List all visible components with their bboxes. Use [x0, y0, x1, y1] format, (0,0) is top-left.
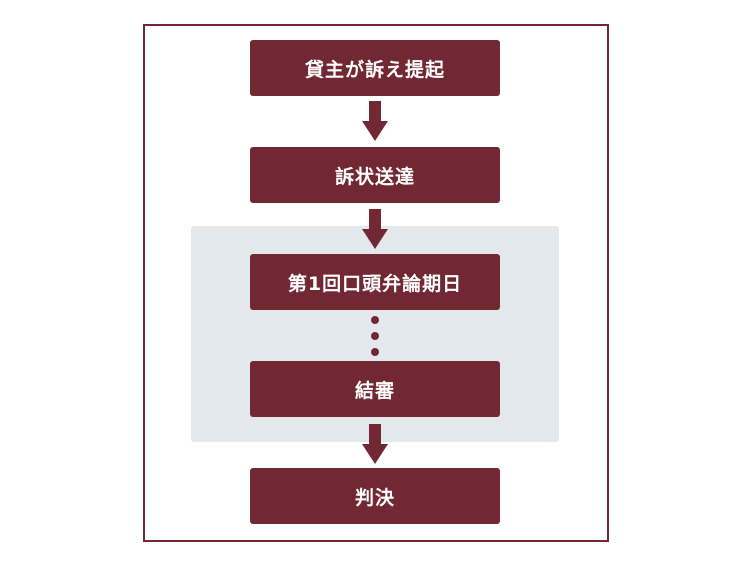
step-first-oral-hearing: 第1回口頭弁論期日: [250, 254, 500, 310]
step-label: 判決: [354, 486, 395, 509]
diagram-frame: [143, 24, 609, 542]
dot: [371, 348, 379, 356]
dot: [371, 332, 379, 340]
arrow-down-icon: [362, 209, 388, 249]
step-judgment: 判決: [250, 468, 500, 524]
arrow-down-icon: [362, 424, 388, 464]
step-lawsuit-filed: 貸主が訴え提起: [250, 40, 500, 96]
step-label: 訴状送達: [334, 165, 415, 188]
arrow-down-icon: [362, 101, 388, 141]
ellipsis-dots-icon: [369, 316, 381, 358]
step-conclusion-of-hearing: 結審: [250, 361, 500, 417]
step-label: 貸主が訴え提起: [304, 58, 445, 81]
step-label: 第1回口頭弁論期日: [287, 272, 463, 295]
step-complaint-served: 訴状送達: [250, 147, 500, 203]
step-label: 結審: [354, 379, 395, 402]
dot: [371, 316, 379, 324]
